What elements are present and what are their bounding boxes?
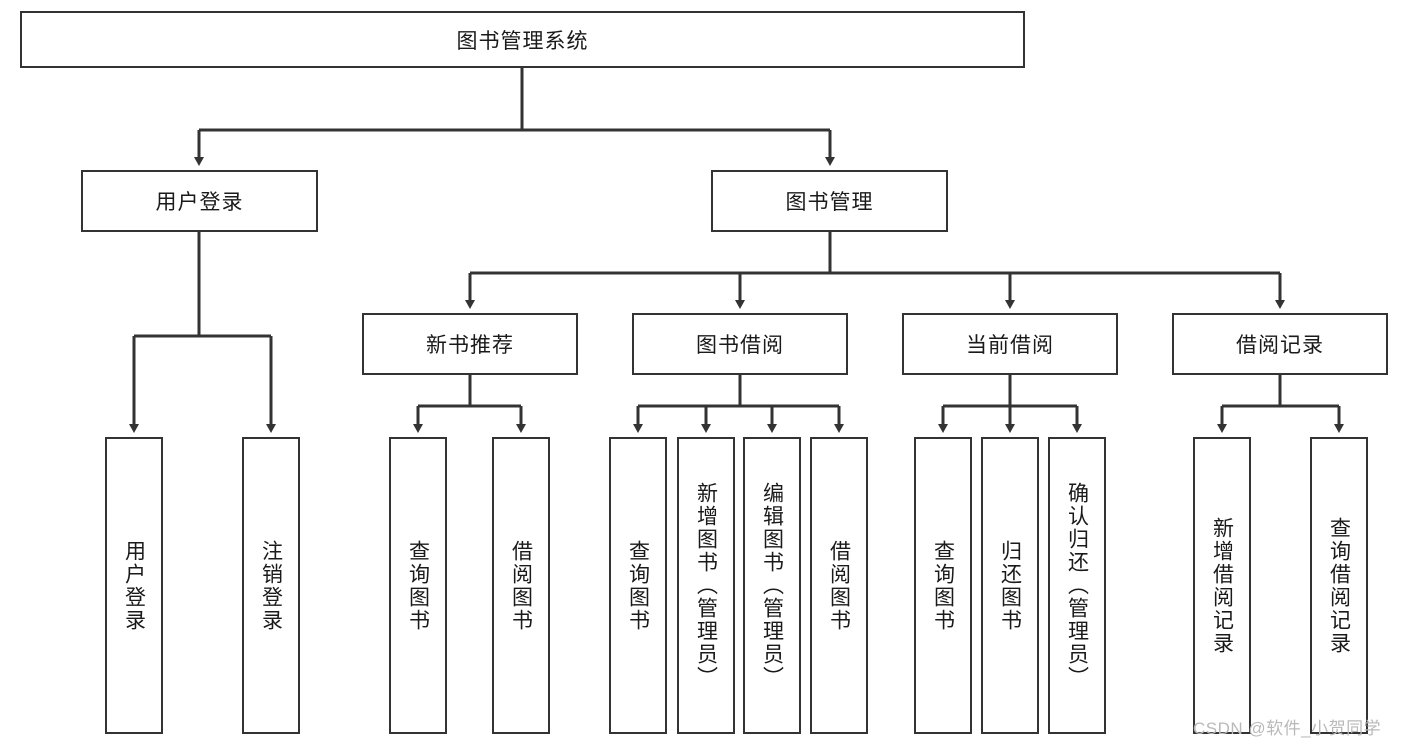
node-label: 归还图书 bbox=[998, 539, 1022, 632]
leaf-new-book-query-book[interactable]: 查询图书 bbox=[389, 437, 447, 734]
node-new-book-recommend[interactable]: 新书推荐 bbox=[362, 313, 578, 375]
node-label: 当前借阅 bbox=[966, 334, 1054, 357]
leaf-book-borrow-borrow-book[interactable]: 借阅图书 bbox=[810, 437, 868, 734]
node-borrow-record[interactable]: 借阅记录 bbox=[1172, 313, 1388, 375]
node-label: 借阅图书 bbox=[509, 539, 533, 632]
node-label: 查询图书 bbox=[406, 539, 430, 632]
leaf-current-borrow-return-book[interactable]: 归还图书 bbox=[981, 437, 1039, 734]
node-label: 注销登录 bbox=[259, 539, 283, 632]
node-current-borrow[interactable]: 当前借阅 bbox=[902, 313, 1118, 375]
leaf-book-borrow-query-book[interactable]: 查询图书 bbox=[609, 437, 667, 734]
node-label: 编辑图书（管理员） bbox=[760, 482, 784, 689]
leaf-borrow-record-query-record[interactable]: 查询借阅记录 bbox=[1310, 437, 1368, 734]
leaf-current-borrow-confirm-return-admin[interactable]: 确认归还（管理员） bbox=[1048, 437, 1106, 734]
node-label: 图书管理系统 bbox=[456, 29, 589, 53]
node-label: 用户登录 bbox=[155, 191, 244, 214]
leaf-borrow-record-add-record[interactable]: 新增借阅记录 bbox=[1193, 437, 1251, 734]
node-label: 新增借阅记录 bbox=[1210, 516, 1234, 655]
leaf-user-login-login[interactable]: 用户登录 bbox=[105, 437, 163, 734]
csdn-watermark: CSDN @软件_小贺同学 bbox=[1193, 719, 1382, 738]
leaf-current-borrow-query-book[interactable]: 查询图书 bbox=[914, 437, 972, 734]
node-label: 借阅记录 bbox=[1236, 334, 1324, 357]
node-label: 用户登录 bbox=[122, 539, 146, 632]
node-label: 新增图书（管理员） bbox=[694, 482, 718, 689]
node-label: 图书管理 bbox=[785, 191, 874, 214]
leaf-new-book-borrow-book[interactable]: 借阅图书 bbox=[492, 437, 550, 734]
node-label: 查询图书 bbox=[626, 539, 650, 632]
node-label: 新书推荐 bbox=[426, 334, 514, 357]
node-label: 图书借阅 bbox=[696, 334, 784, 357]
node-label: 查询图书 bbox=[931, 539, 955, 632]
leaf-book-borrow-edit-book-admin[interactable]: 编辑图书（管理员） bbox=[743, 437, 801, 734]
node-label: 借阅图书 bbox=[827, 539, 851, 632]
leaf-book-borrow-add-book-admin[interactable]: 新增图书（管理员） bbox=[677, 437, 735, 734]
node-book-borrow[interactable]: 图书借阅 bbox=[632, 313, 848, 375]
node-label: 确认归还（管理员） bbox=[1065, 482, 1089, 689]
node-book-management[interactable]: 图书管理 bbox=[711, 170, 948, 232]
leaf-user-login-logout[interactable]: 注销登录 bbox=[242, 437, 300, 734]
node-label: 查询借阅记录 bbox=[1327, 516, 1351, 655]
node-user-login[interactable]: 用户登录 bbox=[81, 170, 318, 232]
node-root-book-management-system[interactable]: 图书管理系统 bbox=[20, 11, 1025, 68]
